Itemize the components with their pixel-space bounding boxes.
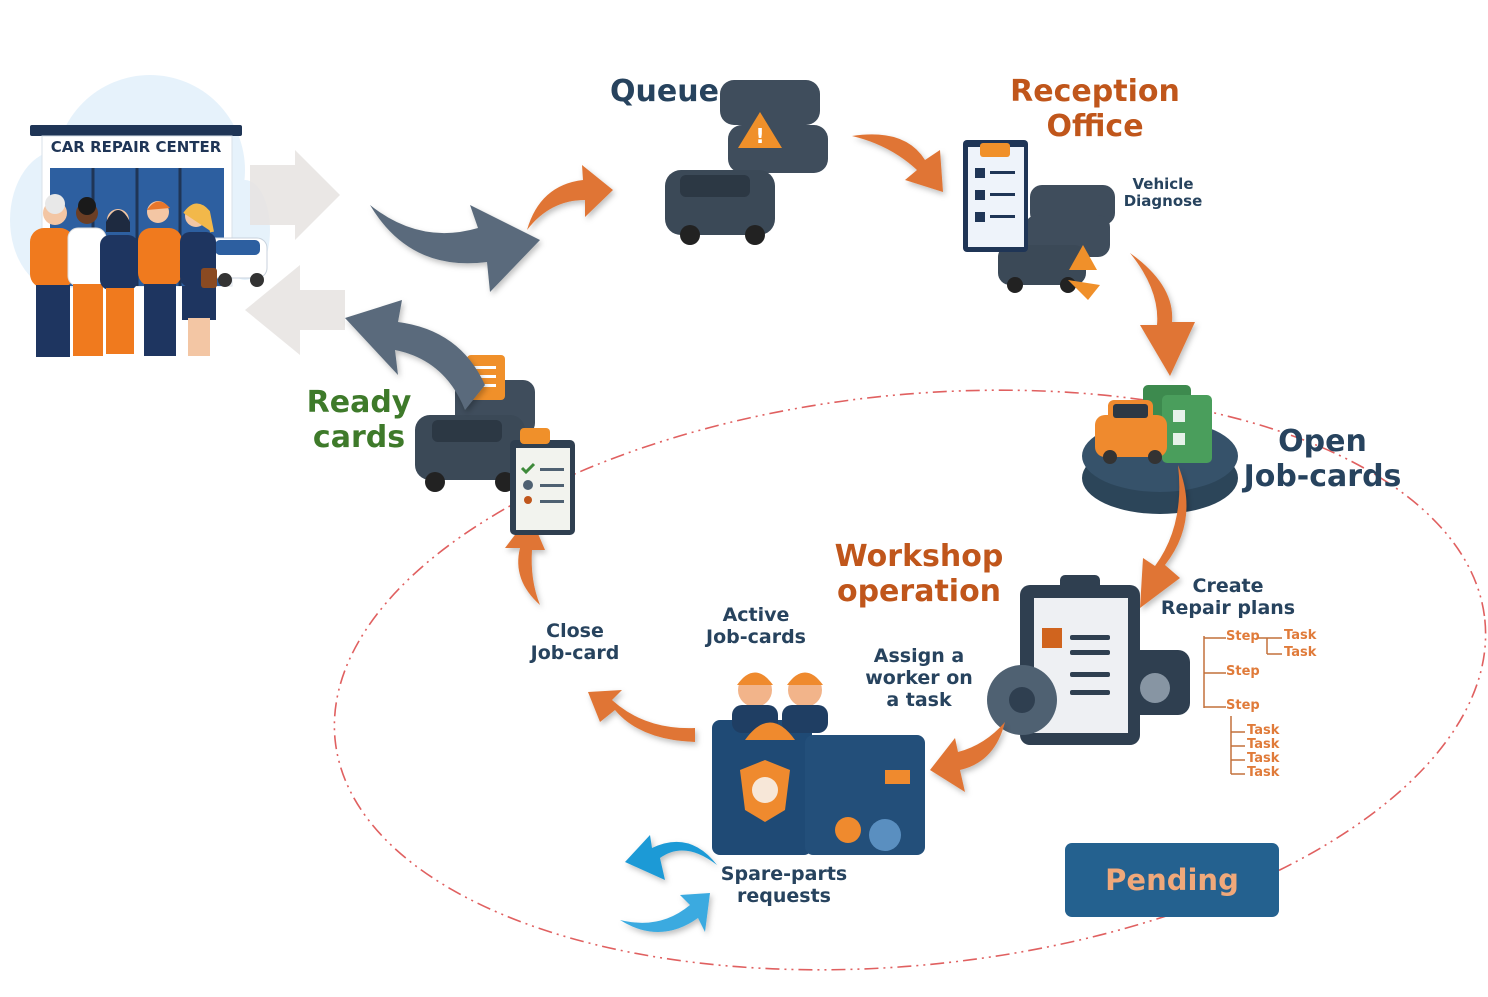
- active-jobcards-label: Active Job-cards: [700, 604, 812, 649]
- close-line2: Job-card: [530, 641, 620, 664]
- shop-sign: CAR REPAIR CENTER: [50, 138, 222, 156]
- arrow-reception-to-open: [1130, 253, 1195, 376]
- active-jobcards-illustration: [712, 672, 925, 855]
- vehicle-diagnose-line1: Vehicle: [1132, 175, 1194, 193]
- open-jobcards-line1: Open: [1278, 424, 1367, 459]
- workshop-line1: Workshop: [834, 539, 1004, 574]
- workshop-operation-label: Workshop operation: [830, 539, 1008, 609]
- arrow-close-to-ready: [505, 515, 545, 605]
- close-jobcard-label: Close Job-card: [522, 620, 628, 665]
- ready-line1: Ready: [306, 385, 412, 420]
- spare-parts-arrow-in: [620, 893, 710, 933]
- repair-plan-illustration: [987, 575, 1190, 745]
- plan-step-3-task-3: Task: [1247, 751, 1280, 766]
- vehicle-diagnose-label: Vehicle Diagnose: [1120, 175, 1206, 211]
- pending-status-badge: Pending: [1065, 843, 1279, 917]
- plan-step-3-task-4: Task: [1247, 765, 1280, 780]
- assign-worker-label: Assign a worker on a task: [858, 645, 980, 712]
- assign-line1: Assign a: [873, 645, 965, 667]
- arrow-queue-to-reception: [852, 134, 943, 192]
- create-plans-line1: Create: [1192, 575, 1264, 597]
- people-group: [30, 194, 217, 357]
- arrow-open-to-workshop: [1140, 465, 1187, 608]
- plan-step-1-task-1: Task: [1284, 628, 1317, 643]
- close-line1: Close: [546, 620, 604, 642]
- warning-icon: [738, 112, 782, 148]
- arrow-to-queue-orange: [527, 165, 613, 230]
- plan-step-1: Step: [1226, 629, 1260, 644]
- reception-illustration: [963, 140, 1115, 300]
- create-plans-line2: Repair plans: [1160, 596, 1296, 619]
- assign-line2: worker on: [865, 666, 973, 689]
- ready-line2: cards: [312, 419, 406, 455]
- faded-arrow-out: [245, 265, 345, 355]
- ready-cards-illustration: [415, 355, 575, 535]
- ready-cards-label: Ready cards: [300, 385, 418, 455]
- assign-line3: a task: [886, 688, 952, 711]
- open-jobcards-line2: Job-cards: [1243, 458, 1402, 494]
- arrow-assign-to-active: [930, 722, 1005, 792]
- vehicle-diagnose-line2: Diagnose: [1123, 192, 1203, 211]
- plan-step-3: Step: [1226, 698, 1260, 713]
- workshop-line2: operation: [836, 573, 1002, 609]
- faded-arrow-in: [250, 150, 340, 240]
- reception-label-line2: Office: [1046, 108, 1144, 144]
- plan-step-3-task-1: Task: [1247, 723, 1280, 738]
- spare-parts-line2: requests: [737, 884, 831, 907]
- spare-parts-label: Spare-parts requests: [715, 863, 853, 908]
- plan-step-3-task-2: Task: [1247, 737, 1280, 752]
- car-repair-center-illustration: [10, 75, 270, 357]
- open-jobcards-label: Open Job-cards: [1240, 424, 1405, 494]
- arrow-to-queue-gray: [370, 205, 540, 292]
- reception-label-line1: Reception: [1010, 74, 1180, 109]
- arrow-active-to-close: [588, 690, 695, 742]
- plan-step-1-task-2: Task: [1284, 645, 1317, 660]
- open-jobcards-illustration: [1082, 385, 1238, 514]
- svg-text:!: !: [755, 124, 764, 148]
- active-line1: Active: [722, 604, 790, 626]
- reception-office-label: Reception Office: [1010, 74, 1180, 144]
- spare-parts-arrow-out: [625, 835, 717, 880]
- queue-label: Queue: [610, 74, 719, 109]
- spare-parts-line1: Spare-parts: [720, 863, 848, 885]
- plan-step-2: Step: [1226, 664, 1260, 679]
- create-repair-plans-label: Create Repair plans: [1158, 575, 1298, 620]
- repair-plan-tree-lines: [1203, 636, 1282, 775]
- active-line2: Job-cards: [706, 625, 806, 648]
- queue-cars-illustration: !: [665, 80, 828, 245]
- arrow-ready-to-customers: [345, 300, 485, 410]
